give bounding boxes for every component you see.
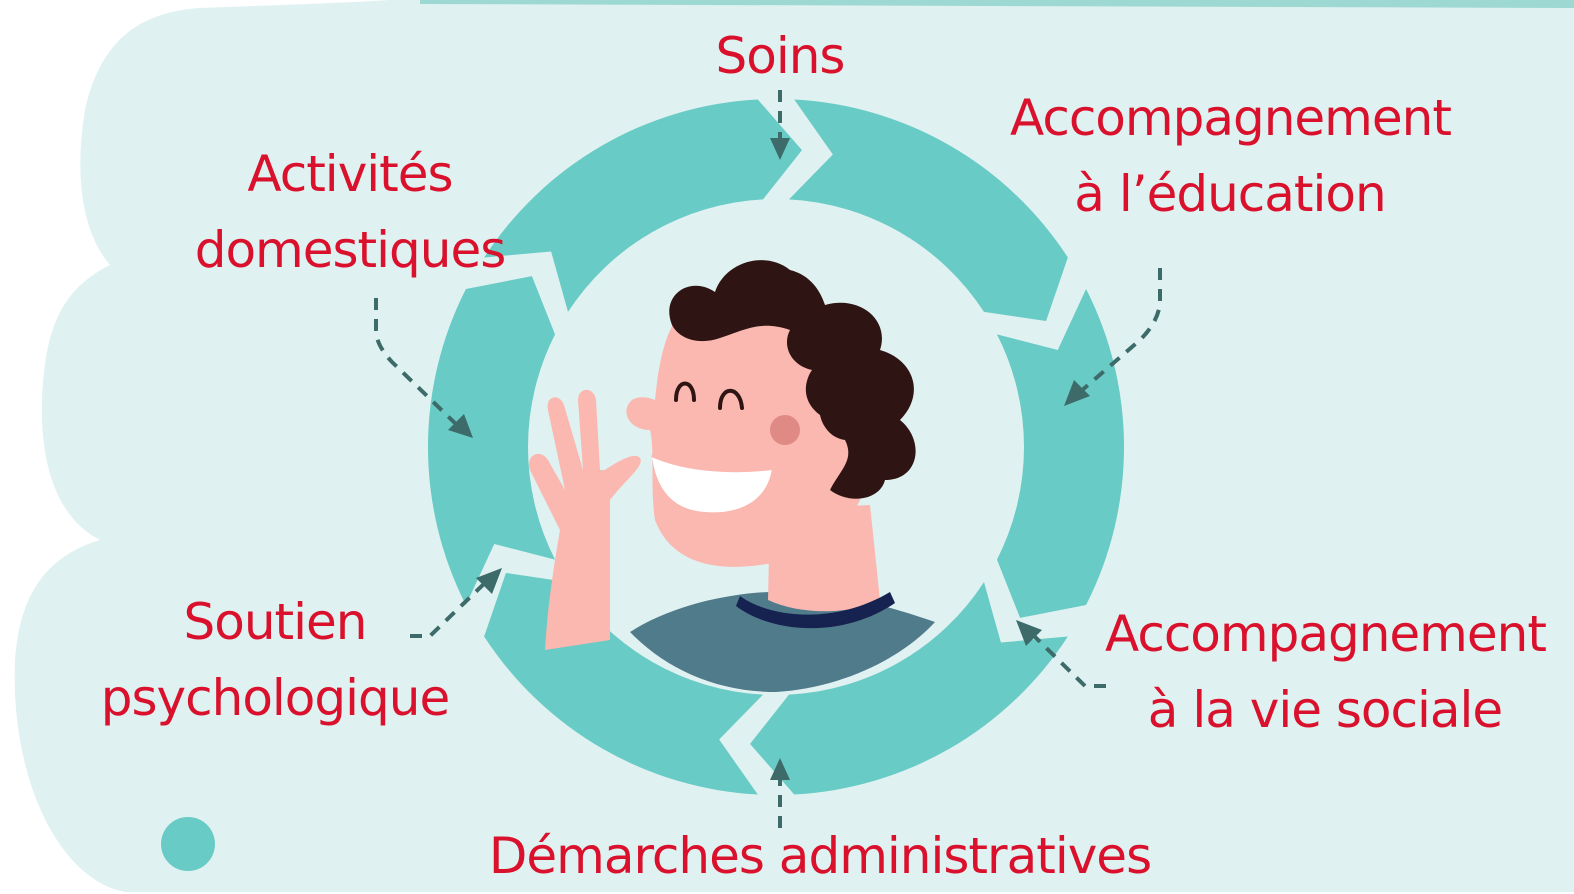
arrow-domestique	[374, 298, 462, 430]
ring-segment-education	[788, 99, 1068, 322]
label-accompagnement-vie-sociale: Accompagnement à la vie sociale	[1105, 596, 1547, 748]
arrowhead-vie-sociale	[1016, 620, 1042, 646]
decorative-dot	[161, 817, 215, 871]
label-psy-line-1: Soutien	[183, 593, 368, 651]
label-soins: Soins	[700, 18, 860, 94]
label-activites-domestiques: Activités domestiques	[180, 136, 520, 288]
smiling-person-waving-icon	[529, 260, 935, 692]
label-vie-sociale-line-1: Accompagnement	[1105, 605, 1547, 663]
label-domestique-line-1: Activités	[247, 145, 453, 203]
arrow-vie-sociale	[1028, 630, 1106, 688]
arrowhead-domestique	[448, 414, 473, 438]
label-psy-line-2: psychologique	[100, 669, 450, 727]
ring-segment-domestique	[428, 276, 556, 605]
arrowhead-psy	[476, 568, 502, 594]
ring-segment-administratif	[750, 582, 1068, 795]
arrowhead-soins	[770, 138, 790, 160]
label-demarches-administratives: Démarches administratives	[470, 818, 1170, 894]
label-accompagnement-education: Accompagnement à l’éducation	[1010, 80, 1452, 232]
arrows	[374, 90, 1162, 828]
arrowhead-administratif	[770, 758, 790, 780]
label-vie-sociale-line-2: à la vie sociale	[1147, 681, 1503, 739]
label-soutien-psychologique: Soutien psychologique	[90, 584, 460, 736]
label-education-line-1: Accompagnement	[1010, 89, 1452, 147]
arrow-education	[1078, 268, 1162, 394]
label-domestique-line-2: domestiques	[194, 221, 507, 279]
ring-segment-vie-sociale	[996, 289, 1125, 618]
arrow-psy	[410, 576, 492, 638]
label-education-line-2: à l’éducation	[1074, 165, 1386, 223]
label-administratif-text: Démarches administratives	[488, 827, 1152, 885]
ring-segment-soins	[484, 99, 802, 312]
label-soins-text: Soins	[715, 27, 846, 85]
arrow-heads	[448, 138, 1090, 780]
arrowhead-education	[1064, 380, 1090, 406]
